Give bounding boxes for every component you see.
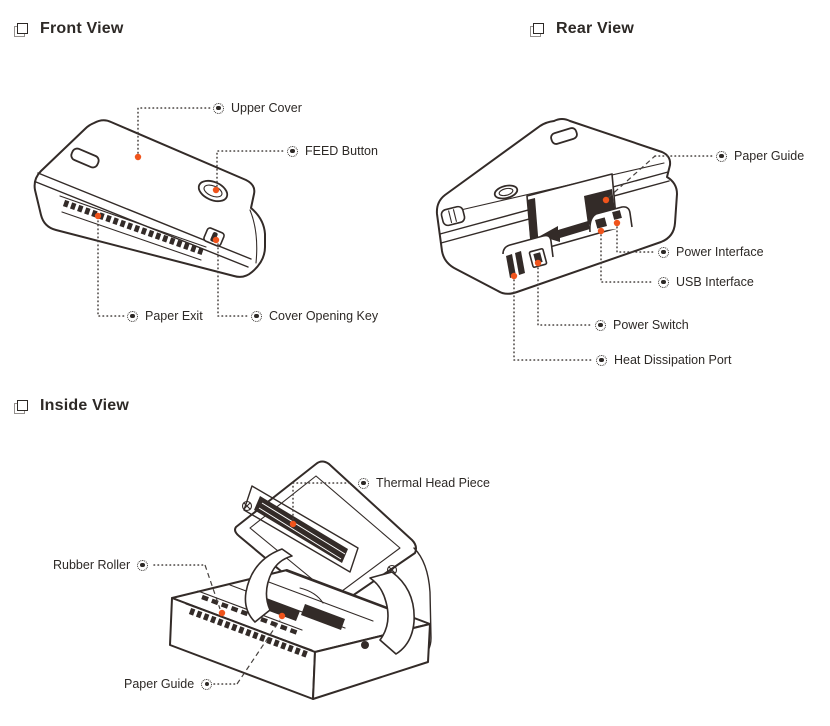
cover-opening-key-shape: [203, 227, 225, 247]
label-rubber-roller-text: Rubber Roller: [53, 558, 131, 572]
label-feed-button: FEED Button: [287, 144, 378, 158]
label-cover-opening-key: Cover Opening Key: [251, 309, 378, 323]
label-cover-opening-key-text: Cover Opening Key: [269, 309, 379, 323]
bullseye-icon: [358, 477, 369, 489]
square-bullet-icon: [14, 22, 29, 37]
label-paper-guide-rear-text: Paper Guide: [734, 149, 805, 163]
rear-view-heading: Rear View: [530, 20, 634, 38]
interface-ports: [589, 206, 633, 233]
label-paper-exit-text: Paper Exit: [145, 309, 203, 323]
paper-guide-shapes: [261, 587, 345, 630]
label-usb-interface: USB Interface: [658, 275, 754, 289]
rear-view-drawing: [435, 118, 713, 361]
lid-screw: [241, 500, 253, 512]
label-paper-guide-inside: Paper Guide: [124, 677, 213, 691]
square-bullet-icon: [14, 399, 29, 414]
label-thermal-head-piece-text: Thermal Head Piece: [376, 476, 490, 490]
bullseye-icon: [213, 102, 224, 114]
power-switch-shape: [528, 247, 548, 269]
paper-exit-slot: [62, 199, 205, 256]
label-power-switch-text: Power Switch: [613, 318, 689, 332]
cover-slot: [70, 147, 100, 169]
rear-oval: [493, 184, 519, 200]
label-usb-interface-text: USB Interface: [676, 275, 754, 289]
tear-bar: [188, 607, 310, 659]
bullseye-icon: [201, 678, 213, 690]
bullseye-icon: [658, 246, 669, 258]
bullseye-icon: [716, 150, 727, 162]
bullseye-icon: [137, 559, 149, 571]
label-upper-cover-text: Upper Cover: [231, 101, 302, 115]
label-thermal-head-piece: Thermal Head Piece: [358, 476, 490, 490]
label-power-interface-text: Power Interface: [676, 245, 764, 259]
square-bullet-icon: [530, 22, 545, 37]
feed-button-shape: [197, 179, 229, 203]
inside-view-drawing: [153, 460, 432, 700]
bullseye-icon: [595, 319, 606, 331]
rear-top-slot: [550, 127, 578, 145]
side-latch: [440, 205, 466, 227]
label-paper-exit: Paper Exit: [127, 309, 203, 323]
switch-and-vents: [502, 234, 554, 278]
label-feed-button-text: FEED Button: [305, 144, 378, 158]
label-paper-guide-inside-text: Paper Guide: [124, 677, 195, 691]
front-view-heading: Front View: [14, 20, 124, 38]
label-upper-cover: Upper Cover: [213, 101, 302, 115]
bullseye-icon: [251, 310, 262, 322]
bullseye-icon: [658, 276, 669, 288]
label-power-interface: Power Interface: [658, 245, 764, 259]
inside-view-heading-text: Inside View: [40, 397, 130, 414]
label-paper-guide-rear: Paper Guide: [716, 149, 804, 163]
front-view-drawing: [33, 107, 285, 317]
bullseye-icon: [287, 145, 298, 157]
rear-view-heading-text: Rear View: [556, 20, 634, 37]
inside-view-heading: Inside View: [14, 397, 130, 415]
front-view-heading-text: Front View: [40, 20, 124, 37]
label-heat-dissipation-port: Heat Dissipation Port: [596, 353, 731, 367]
bullseye-icon: [127, 310, 138, 322]
bullseye-icon: [596, 354, 607, 366]
label-heat-dissipation-port-text: Heat Dissipation Port: [614, 353, 732, 367]
label-rubber-roller: Rubber Roller: [53, 558, 149, 572]
label-power-switch: Power Switch: [595, 318, 689, 332]
